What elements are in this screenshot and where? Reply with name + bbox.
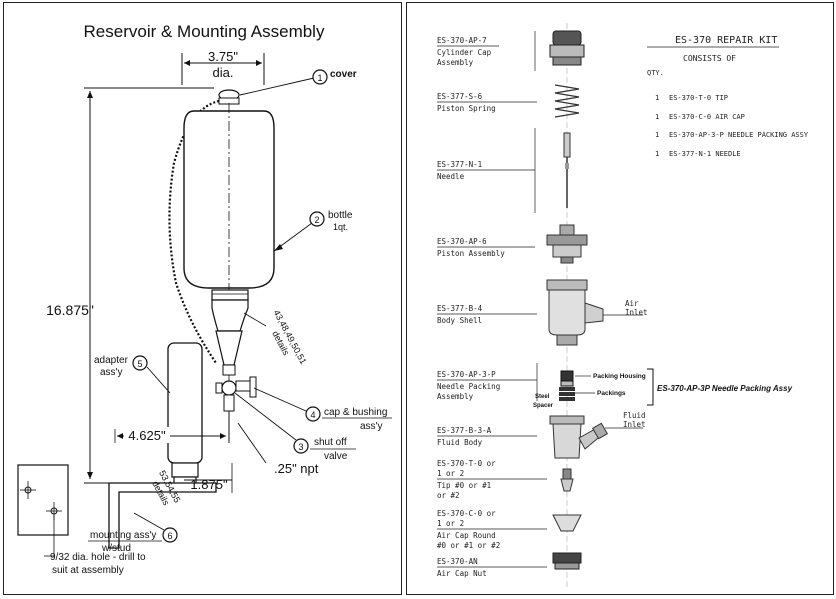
height-dimension: 16.875" xyxy=(46,302,94,318)
callout-2-number: 2 xyxy=(314,215,319,225)
piston-assembly-part xyxy=(546,224,588,264)
callout-6-number: 6 xyxy=(167,531,172,541)
adapter-body xyxy=(167,342,203,464)
kit-item-qty: 1 xyxy=(655,94,659,102)
reservoir-drawing: Reservoir & Mounting Assembly 3.75" dia. xyxy=(17,22,392,576)
part-code: ES-370-AP-6 xyxy=(437,237,487,246)
part-code: ES-377-B-3-A xyxy=(437,426,492,435)
needle-packing-part xyxy=(559,370,575,401)
repair-kit-drawing: ES-370 REPAIR KIT CONSISTS OF QTY. 1 ES-… xyxy=(437,23,809,588)
air-cap-part xyxy=(552,514,582,532)
kit-item-desc: ES-370-T-0 TIP xyxy=(669,94,728,102)
kit-item-desc: ES-370-AP-3-P NEEDLE PACKING ASSY xyxy=(669,131,809,139)
kit-item-desc: ES-370-C-0 AIR CAP xyxy=(669,113,745,121)
packing-assy-label: ES-370-AP-3P Needle Packing Assy xyxy=(657,384,793,393)
needle-part xyxy=(563,132,571,208)
callout-cap-sub: ass'y xyxy=(360,421,382,432)
part-desc: Piston Assembly xyxy=(437,249,505,258)
steel-spacer-label: Spacer xyxy=(533,403,554,409)
part-desc: Fluid Body xyxy=(437,438,483,447)
npt-dimension: .25" npt xyxy=(274,461,319,476)
callout-mounting-label: mounting ass'y xyxy=(90,530,156,541)
part-desc: Body Shell xyxy=(437,316,482,325)
part-desc: or #2 xyxy=(437,491,460,500)
callout-bottle-sub: 1qt. xyxy=(333,222,348,232)
kit-item-qty: 1 xyxy=(655,150,659,158)
part-labels: ES-370-AP-7 Cylinder Cap Assembly ES-377… xyxy=(437,36,547,578)
callout-adapter-sub: ass'y xyxy=(100,367,122,378)
part-code: ES-370-T-0 or xyxy=(437,459,496,468)
part-desc: Piston Spring xyxy=(437,104,496,113)
part-desc: Air Cap Round xyxy=(437,531,496,540)
kit-qty-header: QTY. xyxy=(647,69,664,77)
callout-cover-label: cover xyxy=(330,69,357,80)
part-code: ES-370-AP-7 xyxy=(437,36,487,45)
cylinder-cap-part xyxy=(549,30,585,66)
mounting-plate xyxy=(17,464,69,536)
mounting-bracket xyxy=(108,482,217,549)
callout-shutoff-label: shut off xyxy=(314,437,347,448)
part-desc: 1 or 2 xyxy=(437,519,464,528)
dimension-1875: 1.875" xyxy=(190,477,228,492)
callout-5-number: 5 xyxy=(137,359,142,369)
hole-note-line-2: suit at assembly xyxy=(52,565,124,576)
part-desc: #0 or #1 or #2 xyxy=(437,541,500,550)
kit-consists: CONSISTS OF xyxy=(683,54,736,63)
diameter-unit: dia. xyxy=(213,65,234,80)
callout-mounting-sub: w/stud xyxy=(101,543,131,554)
repair-kit-panel: ES-370 REPAIR KIT CONSISTS OF QTY. 1 ES-… xyxy=(406,2,834,595)
part-code: ES-377-S-6 xyxy=(437,92,483,101)
callout-cap-label: cap & bushing xyxy=(324,407,387,418)
part-desc: Assembly xyxy=(437,392,474,401)
hole-note-line-1: 9/32 dia. hole - drill to xyxy=(50,552,146,563)
callout-4-number: 4 xyxy=(310,410,315,420)
part-desc: Needle xyxy=(437,172,465,181)
part-desc: Air Cap Nut xyxy=(437,569,487,578)
callout-bottle-label: bottle xyxy=(328,210,353,221)
cap-cone xyxy=(215,330,243,366)
air-inlet-label: Air xyxy=(625,299,639,308)
body-shell-part xyxy=(546,279,643,346)
part-desc: 1 or 2 xyxy=(437,469,464,478)
fluid-inlet-label: Inlet xyxy=(623,420,646,429)
steel-spacer-label: Steel xyxy=(535,394,550,400)
air-inlet-label: Inlet xyxy=(625,308,648,317)
part-code: ES-370-AN xyxy=(437,557,478,566)
fluid-inlet-label: Fluid xyxy=(623,411,646,420)
callout-shutoff-sub: valve xyxy=(324,451,348,462)
part-desc: Assembly xyxy=(437,58,474,67)
part-desc: Cylinder Cap xyxy=(437,48,492,57)
part-code: ES-377-N-1 xyxy=(437,160,482,169)
callout-3-number: 3 xyxy=(298,442,303,452)
cover-chain xyxy=(168,99,220,364)
part-desc: Tip #0 or #1 xyxy=(437,481,491,490)
part-code: ES-370-C-0 or xyxy=(437,509,496,518)
callout-1-number: 1 xyxy=(317,73,322,83)
part-desc: Needle Packing xyxy=(437,382,500,391)
piston-spring-part xyxy=(554,84,580,118)
dimension-4625: 4.625" xyxy=(128,428,166,443)
packings-label: Packings xyxy=(597,390,626,397)
reservoir-assembly-panel: Reservoir & Mounting Assembly 3.75" dia. xyxy=(3,2,402,595)
kit-item-qty: 1 xyxy=(655,131,659,139)
diameter-dimension: 3.75" xyxy=(208,49,238,64)
packing-housing-label: Packing Housing xyxy=(593,373,646,380)
air-cap-nut-part xyxy=(552,552,582,570)
tip-part xyxy=(560,468,574,492)
part-code: ES-377-B-4 xyxy=(437,304,483,313)
kit-item-desc: ES-377-N-1 NEEDLE xyxy=(669,150,741,158)
part-code: ES-370-AP-3-P xyxy=(437,370,496,379)
reservoir-title: Reservoir & Mounting Assembly xyxy=(84,22,325,41)
kit-title: ES-370 REPAIR KIT xyxy=(675,35,777,46)
kit-item-list: 1 ES-370-T-0 TIP 1 ES-370-C-0 AIR CAP 1 … xyxy=(655,94,809,158)
kit-item-qty: 1 xyxy=(655,113,659,121)
shut-off-valve xyxy=(221,380,237,396)
callout-adapter-label: adapter xyxy=(94,355,129,366)
fluid-body-part xyxy=(549,415,643,459)
